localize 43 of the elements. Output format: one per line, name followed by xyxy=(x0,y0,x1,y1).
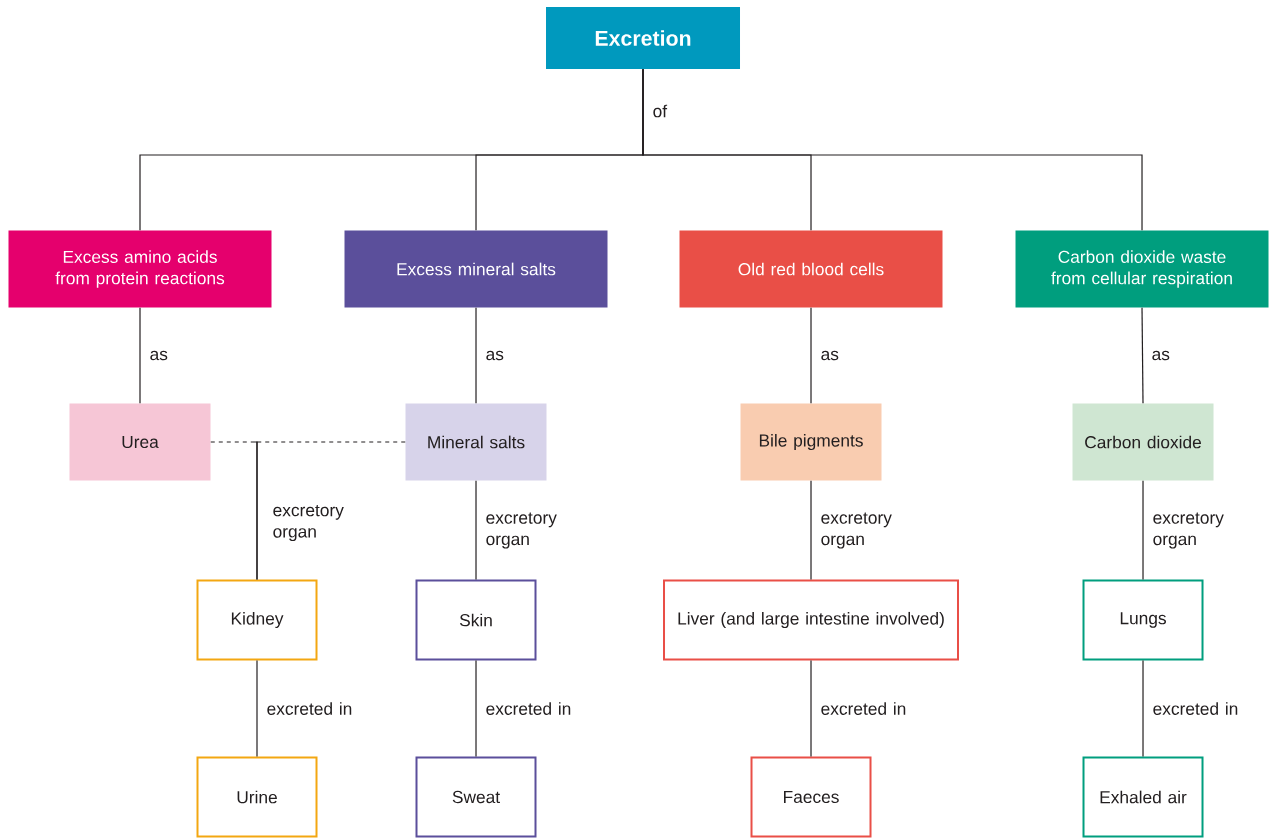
connector-line xyxy=(475,307,477,404)
output-box: Exhaled air xyxy=(1082,756,1204,838)
edge-label: excreted in xyxy=(821,702,906,715)
category-box: Excess mineral salts xyxy=(344,230,608,308)
output-box: Sweat xyxy=(415,756,537,838)
connector-line xyxy=(810,480,812,581)
organ-box: Liver (and large intestine involved) xyxy=(663,579,959,661)
connector-line xyxy=(810,659,812,758)
organ-box: Lungs xyxy=(1082,579,1204,661)
edge-label: as xyxy=(821,350,839,361)
connector-line xyxy=(475,480,477,581)
edge-label: as xyxy=(150,350,168,361)
connector-line xyxy=(1142,480,1144,581)
edge-label: excretory organ xyxy=(486,512,557,549)
connector-line xyxy=(1141,307,1144,404)
connector-line xyxy=(256,659,258,758)
product-box: Bile pigments xyxy=(740,403,882,481)
connector-line xyxy=(139,307,141,404)
product-box: Carbon dioxide xyxy=(1072,403,1214,481)
edge-label: of xyxy=(653,104,668,118)
title-box: Excretion xyxy=(546,7,740,69)
output-box: Faeces xyxy=(750,756,872,838)
connector-line xyxy=(475,659,477,758)
organ-box: Kidney xyxy=(196,579,318,661)
edge-label: excretory organ xyxy=(821,512,892,549)
category-box: Excess amino acids from protein reactions xyxy=(8,230,272,308)
category-box: Carbon dioxide waste from cellular respiration xyxy=(1015,230,1269,308)
product-box: Mineral salts xyxy=(405,403,547,481)
connector-line xyxy=(1142,659,1144,758)
category-box: Old red blood cells xyxy=(679,230,943,308)
connector-line xyxy=(256,441,406,581)
edge-label: as xyxy=(1152,350,1170,361)
connector-line xyxy=(642,68,1143,231)
product-box: Urea xyxy=(69,403,211,481)
edge-label: excreted in xyxy=(267,702,352,715)
organ-box: Skin xyxy=(415,579,537,661)
edge-label: excretory organ xyxy=(273,504,344,542)
edge-label: excretory organ xyxy=(1153,512,1224,549)
connector-line xyxy=(810,307,812,404)
edge-label: excreted in xyxy=(1153,702,1238,715)
edge-label: as xyxy=(486,350,504,361)
output-box: Urine xyxy=(196,756,318,838)
edge-label: excreted in xyxy=(486,702,571,715)
